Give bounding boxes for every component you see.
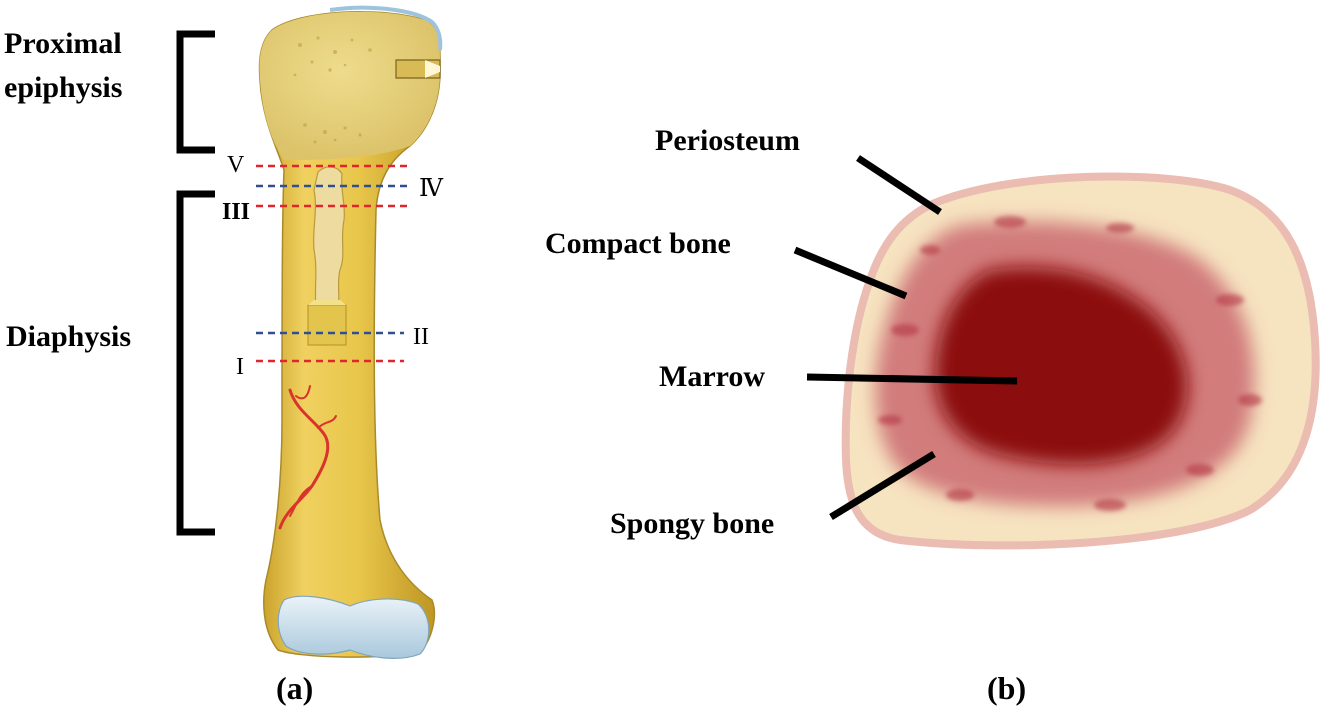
marrow-core [935, 266, 1188, 465]
medullary-cavity [312, 166, 346, 313]
cut-lines [256, 164, 408, 363]
cut-label-iv: Ⅳ [419, 176, 444, 202]
spongy-bone-specks [878, 216, 1262, 511]
diaphysis-bracket [176, 190, 215, 536]
leader-marrow [806, 373, 1018, 385]
articular-rim [329, 5, 443, 51]
epiphysis-texture [293, 36, 372, 144]
proximal-epiphysis-bracket [176, 30, 215, 154]
epiphysis-spongy-region [259, 11, 440, 161]
cut-label-i: I [236, 354, 244, 380]
leader-compact-bone [793, 246, 908, 300]
femur-illustration [258, 5, 443, 659]
marrow-label: Marrow [659, 360, 765, 393]
distal-articular-cartilage [277, 595, 430, 659]
proximal-epiphysis-label-line1: Proximal [4, 27, 122, 60]
cut-label-v: V [227, 152, 245, 178]
leader-lines [793, 155, 1018, 520]
diaphysis-label: Diaphysis [6, 320, 131, 353]
periosteum-label: Periosteum [655, 124, 800, 157]
cut-label-ii: II [413, 324, 429, 350]
panel-a: Proximal epiphysis Diaphysis V Ⅳ III II … [4, 5, 444, 706]
leader-spongy-bone [829, 451, 936, 520]
compact-bone-label: Compact bone [545, 227, 731, 260]
panel-b: Periosteum Compact bone Marrow Spongy bo… [545, 124, 1320, 706]
cut-label-iii: III [222, 199, 250, 225]
bone-cross-section [841, 172, 1320, 550]
panel-b-caption: (b) [987, 670, 1026, 706]
leader-periosteum [856, 155, 942, 215]
spongy-bone-label: Spongy bone [610, 507, 774, 540]
nutrient-artery [278, 385, 337, 530]
panel-a-caption: (a) [276, 670, 313, 706]
proximal-epiphysis-label-line2: epiphysis [4, 71, 122, 104]
